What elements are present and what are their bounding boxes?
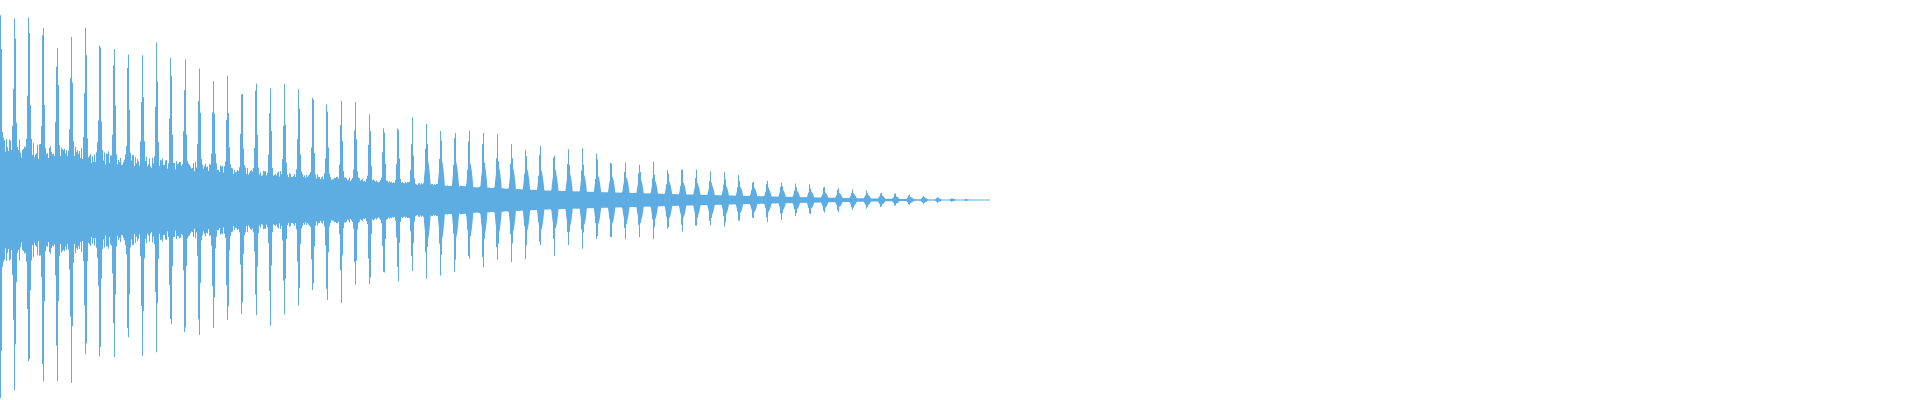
waveform-body [0, 168, 990, 232]
waveform-bars-group [0, 15, 990, 399]
